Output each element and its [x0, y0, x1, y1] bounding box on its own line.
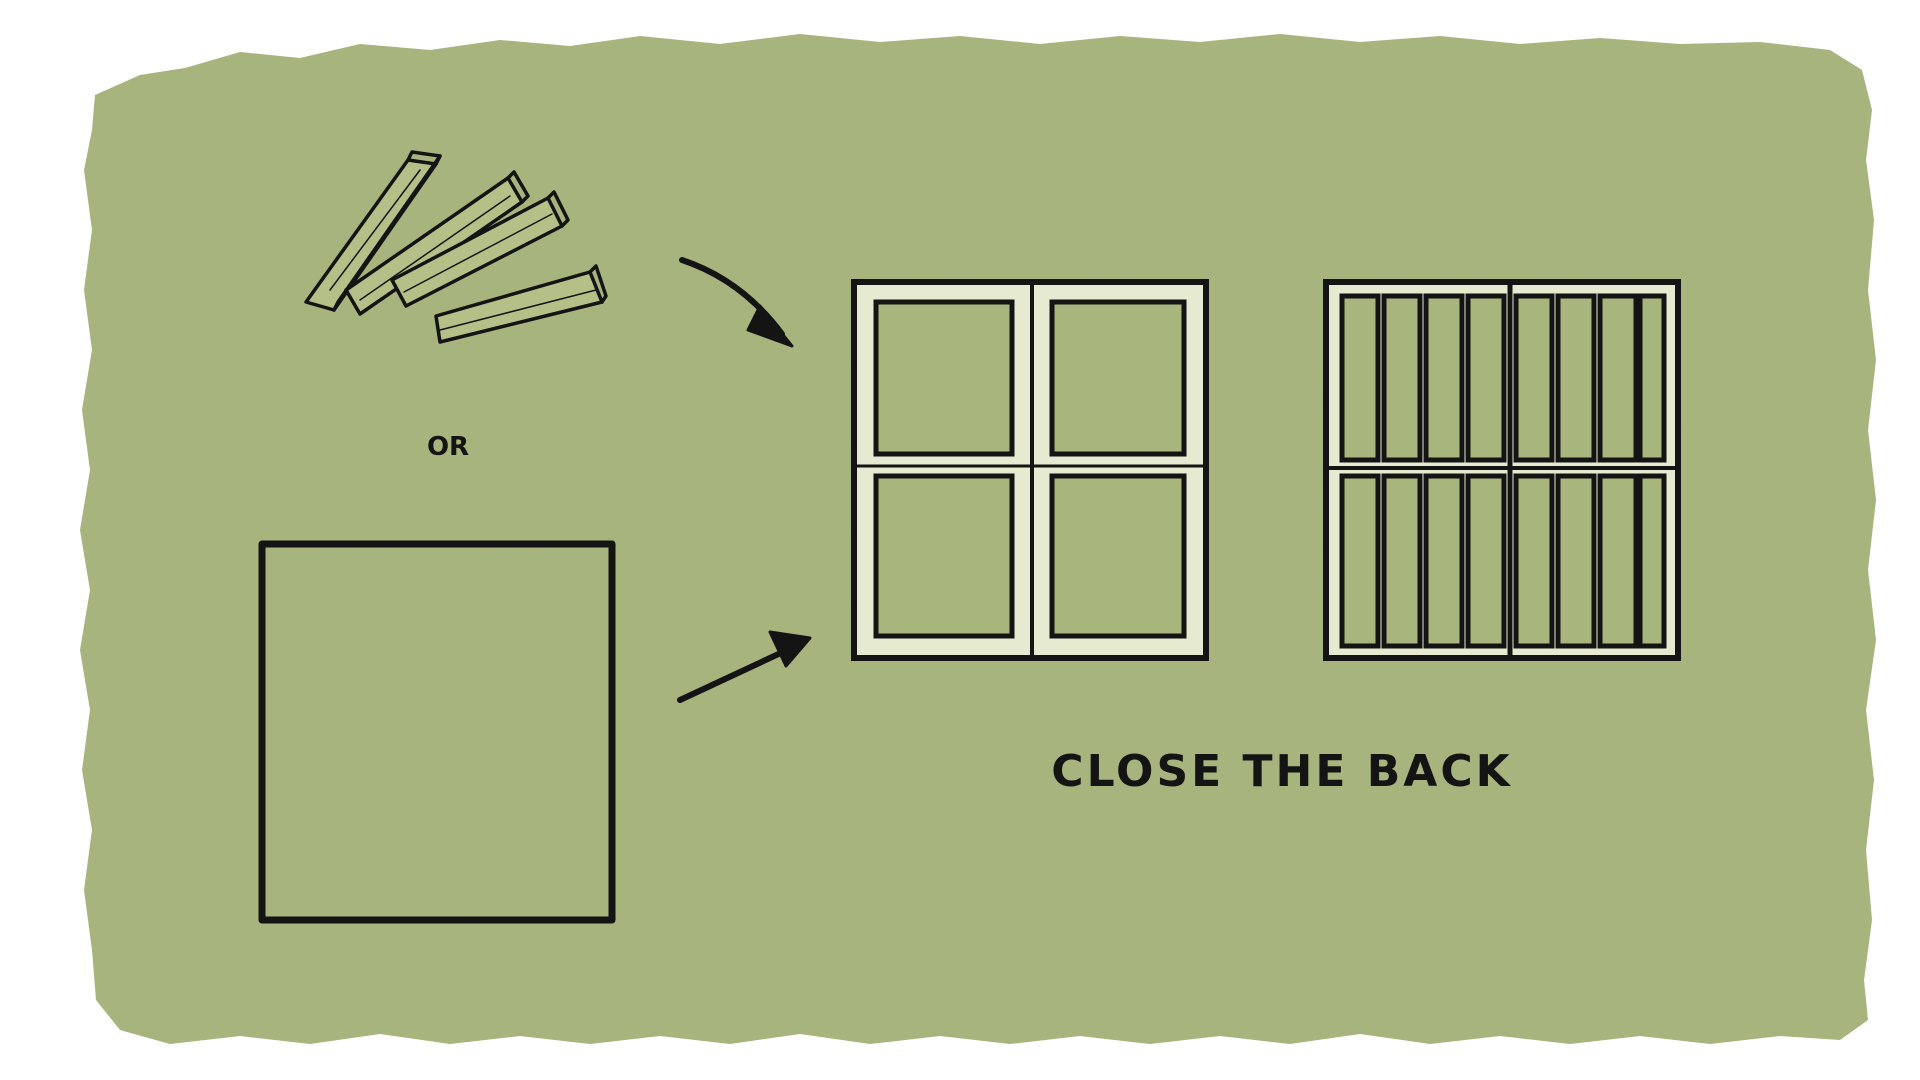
- plank-4: [434, 264, 608, 344]
- frame-cell-bottom-left: [873, 473, 1015, 639]
- solid-panel: [258, 540, 616, 924]
- plank-3: [390, 190, 570, 308]
- wood-planks-icon: [304, 150, 608, 344]
- frame-cell-top-left: [873, 299, 1015, 457]
- plank-2: [344, 170, 530, 316]
- arrow-from-planks-icon: [679, 257, 794, 348]
- back-slats: [1339, 293, 1667, 649]
- open-grid-frame: [851, 279, 1209, 661]
- frame-cell-top-right: [1049, 299, 1187, 457]
- caption-label: CLOSE THE BACK: [1051, 746, 1512, 797]
- arrow-from-panel-icon: [677, 630, 812, 703]
- frame-cell-bottom-right: [1049, 473, 1187, 639]
- plank-1: [304, 150, 442, 312]
- closed-back-frame: [1323, 279, 1681, 661]
- or-label: OR: [427, 432, 469, 462]
